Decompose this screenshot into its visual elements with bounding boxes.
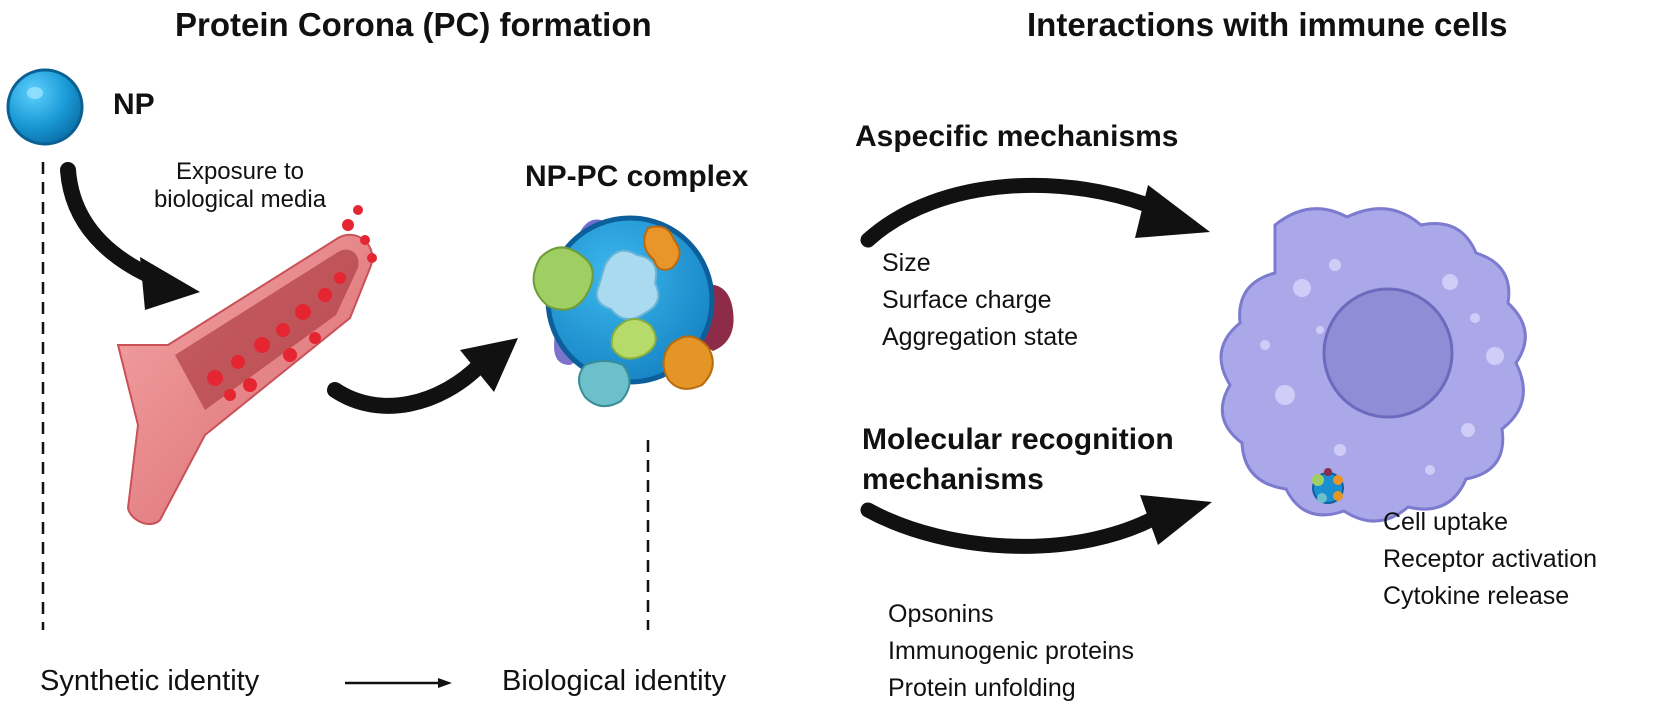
left-section-title: Protein Corona (PC) formation xyxy=(175,6,652,43)
biological-identity-label: Biological identity xyxy=(502,665,727,697)
complex-label: NP-PC complex xyxy=(525,160,749,193)
aspecific-item-size: Size xyxy=(882,249,931,277)
aspecific-title: Aspecific mechanisms xyxy=(855,120,1179,153)
immune-cell-icon xyxy=(1219,207,1527,523)
synthetic-identity-label: Synthetic identity xyxy=(40,665,260,697)
molecular-item-immunogenic: Immunogenic proteins xyxy=(888,637,1134,665)
aspecific-list: Size Surface charge Aggregation state xyxy=(882,245,1078,356)
np-label: NP xyxy=(113,88,155,121)
aspecific-item-surface-charge: Surface charge xyxy=(882,286,1052,314)
outcome-receptor-activation: Receptor activation xyxy=(1383,545,1598,573)
outcome-cell-uptake: Cell uptake xyxy=(1383,508,1509,536)
blood-vessel-icon xyxy=(116,205,377,526)
curved-arrow-aspecific xyxy=(860,177,1210,248)
nanoparticle-icon xyxy=(6,68,84,146)
small-complex-icon xyxy=(1312,468,1344,504)
molecular-item-unfolding: Protein unfolding xyxy=(888,674,1076,702)
aspecific-item-aggregation: Aggregation state xyxy=(882,323,1078,351)
identity-arrow xyxy=(345,678,452,688)
molecular-item-opsonins: Opsonins xyxy=(888,600,994,628)
exposure-label: Exposure to biological media xyxy=(130,158,350,213)
exposure-line-1: Exposure to xyxy=(175,158,305,185)
molecular-title-line-2: mechanisms xyxy=(862,463,1044,496)
molecular-title: Molecular recognition mechanisms xyxy=(862,420,1174,500)
exposure-line-2: biological media xyxy=(153,185,327,213)
molecular-title-line-1: Molecular recognition xyxy=(862,423,1174,456)
curved-arrow-molecular xyxy=(860,495,1212,554)
curved-arrow-exposure xyxy=(60,162,200,310)
curved-arrow-to-complex xyxy=(327,338,518,414)
outcome-cytokine-release: Cytokine release xyxy=(1383,582,1570,610)
outcomes-list: Cell uptake Receptor activation Cytokine… xyxy=(1383,504,1597,615)
right-section-title: Interactions with immune cells xyxy=(1027,6,1508,43)
molecular-list: Opsonins Immunogenic proteins Protein un… xyxy=(888,596,1134,707)
np-pc-complex-icon xyxy=(532,215,734,408)
